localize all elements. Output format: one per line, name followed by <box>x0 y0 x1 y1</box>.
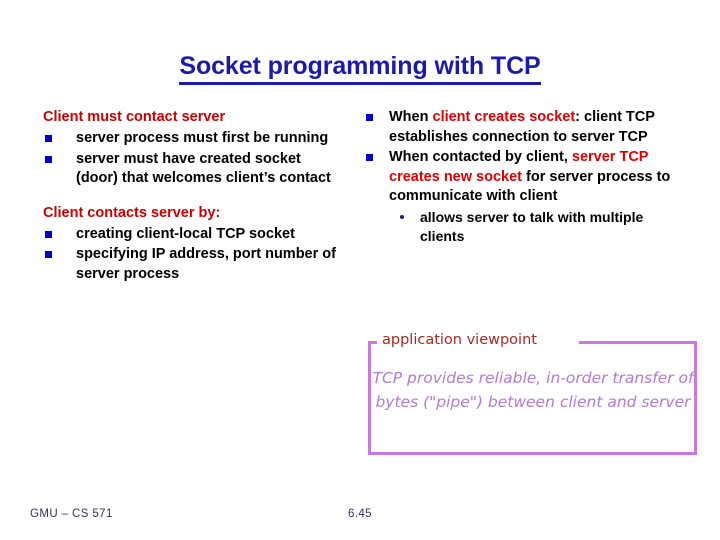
left-content-column: Client must contact server server proces… <box>43 108 343 285</box>
square-bullet-icon <box>45 230 52 238</box>
footer-page-number: 6.45 <box>348 508 372 520</box>
list-item-label: server process must first be running <box>76 130 329 146</box>
square-bullet-icon <box>366 154 373 161</box>
list-item: When client creates socket: client TCP e… <box>366 108 686 147</box>
list-item-text-pre: When <box>389 109 433 125</box>
section-spacer <box>43 190 343 204</box>
square-bullet-icon <box>45 155 52 163</box>
list-item: creating client-local TCP socket <box>43 225 343 245</box>
list-item-label: server must have created socket (door) t… <box>76 150 331 187</box>
sub-list-item: allows server to talk with multiple clie… <box>366 208 686 246</box>
list-item-highlight: client creates socket <box>432 109 576 125</box>
box-top-border-left-segment <box>368 341 377 344</box>
list-item-text-post: for server process to communicate with c… <box>389 168 671 205</box>
application-viewpoint-label: application viewpoint <box>378 332 541 348</box>
right-content-column: When client creates socket: client TCP e… <box>366 108 686 246</box>
list-item-label: specifying IP address, port number of se… <box>76 246 336 282</box>
section-heading-client-must-contact: Client must contact server <box>43 109 226 125</box>
list-item: When contacted by client, server TCP cre… <box>366 148 686 207</box>
application-viewpoint-box <box>368 341 697 455</box>
footer-course-label: GMU – CS 571 <box>30 508 113 520</box>
page-title: Socket programming with TCP <box>0 52 720 85</box>
list-item-text-pre: When contacted by client, <box>389 149 572 165</box>
list-item-highlight: server TCP creates new socket <box>389 149 649 185</box>
square-bullet-icon <box>366 114 373 121</box>
round-bullet-icon <box>400 214 404 219</box>
list-item: server process must first be running <box>43 129 343 149</box>
sub-list-item-label: allows server to talk with multiple clie… <box>420 208 644 244</box>
page-title-text: Socket programming with TCP <box>179 52 541 85</box>
list-item-label: creating client-local TCP socket <box>76 225 295 242</box>
square-bullet-icon <box>45 135 52 142</box>
list-item-text-post: : client TCP establishes connection to s… <box>389 109 655 145</box>
section-heading-client-contacts-server: Client contacts server by: <box>43 204 221 221</box>
list-item: server must have created socket (door) t… <box>43 150 343 189</box>
list-item: specifying IP address, port number of se… <box>43 245 343 284</box>
square-bullet-icon <box>45 251 52 258</box>
application-viewpoint-text: TCP provides reliable, in-order transfer… <box>372 369 694 411</box>
box-top-border-right-segment <box>579 341 697 344</box>
